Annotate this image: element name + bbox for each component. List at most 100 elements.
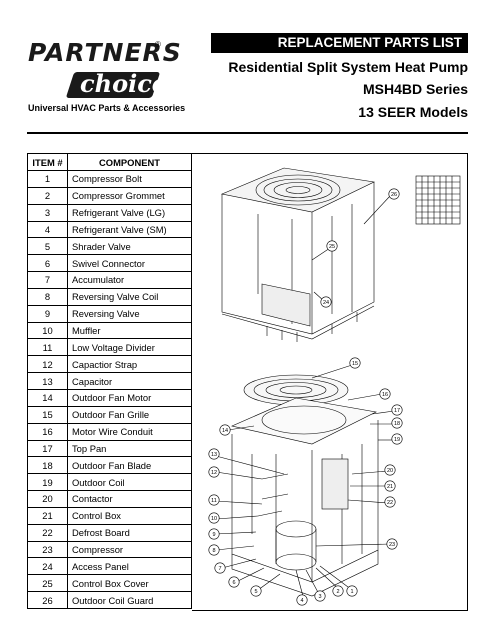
component-name-cell: Top Pan [67,439,192,458]
component-name-cell: Compressor Bolt [67,170,192,188]
item-number-cell: 15 [27,405,68,424]
table-header-row: ITEM # COMPONENT [27,153,192,171]
component-name-cell: Reversing Valve [67,304,192,323]
item-number-cell: 8 [27,287,68,306]
logo-sub: choice [80,69,168,98]
callout-circle [320,296,332,308]
partners-choice-logo: PARTNERS ® choice Universal HVAC Parts &… [28,38,198,120]
component-name-cell: Outdoor Fan Blade [67,456,192,475]
logo-registered-mark: ® [155,40,161,49]
callout-label: 19 [394,437,400,443]
callout-9: 9 [208,528,220,540]
item-number-cell: 20 [27,490,68,508]
callout-6: 6 [228,576,240,588]
callout-24: 24 [320,296,332,308]
item-number-cell: 5 [27,237,68,256]
callout-label: 9 [212,532,215,538]
item-number-cell: 4 [27,220,68,239]
callout-label: 12 [211,470,217,476]
callout-circle [208,544,220,556]
callout-label: 7 [218,566,221,572]
component-name-cell: Muffler [67,321,192,340]
callout-circle [384,480,396,492]
callout-circle [386,538,398,550]
callout-18: 18 [391,417,403,429]
item-number-cell: 19 [27,473,68,492]
component-name-cell: Compressor [67,540,192,559]
item-number-cell: 12 [27,355,68,374]
item-number-cell: 18 [27,456,68,475]
component-name-cell: Defrost Board [67,523,192,542]
item-number-cell: 13 [27,372,68,390]
callout-circle [326,240,338,252]
callout-circle [384,496,396,508]
item-number-cell: 24 [27,557,68,576]
callout-label: 13 [211,452,217,458]
item-number-cell: 25 [27,574,68,593]
callout-25: 25 [326,240,338,252]
callout-circle [349,357,361,369]
callout-1: 1 [346,585,358,597]
callout-circle [208,528,220,540]
callout-label: 17 [394,408,400,414]
callout-label: 21 [387,484,393,490]
component-name-cell: Outdoor Fan Motor [67,388,192,407]
callout-14: 14 [219,424,231,436]
header-divider [27,132,468,134]
callout-label: 11 [211,498,217,504]
item-number-cell: 14 [27,388,68,407]
component-name-cell: Low Voltage Divider [67,338,192,357]
item-number-cell: 2 [27,186,68,205]
item-number-cell: 22 [27,523,68,542]
callout-15: 15 [349,357,361,369]
callout-circle [384,464,396,476]
component-name-cell: Control Box Cover [67,574,192,593]
component-name-cell: Outdoor Coil [67,473,192,492]
component-name-cell: Refrigerant Valve (SM) [67,220,192,239]
callout-circle [379,388,391,400]
logo-tagline: Universal HVAC Parts & Accessories [28,103,186,113]
item-number-cell: 16 [27,422,68,441]
callout-17: 17 [391,404,403,416]
callout-circle [208,466,220,478]
callout-label: 4 [300,598,303,604]
product-seer: 13 SEER Models [358,104,468,120]
callout-11: 11 [208,494,220,506]
callout-10: 10 [208,512,220,524]
product-description: Residential Split System Heat Pump [228,59,468,75]
item-number-cell: 23 [27,540,68,559]
component-name-cell: Compressor Grommet [67,186,192,205]
callout-label: 14 [222,428,228,434]
item-number-cell: 11 [27,338,68,357]
callout-circle [208,512,220,524]
component-name-cell: Swivel Connector [67,254,192,273]
callout-3: 3 [314,590,326,602]
item-number-cell: 1 [27,170,68,188]
item-number-cell: 6 [27,254,68,273]
callout-circle [391,404,403,416]
callout-circle [296,594,308,606]
callout-label: 18 [394,421,400,427]
callout-circle [214,562,226,574]
callout-label: 20 [387,468,393,474]
